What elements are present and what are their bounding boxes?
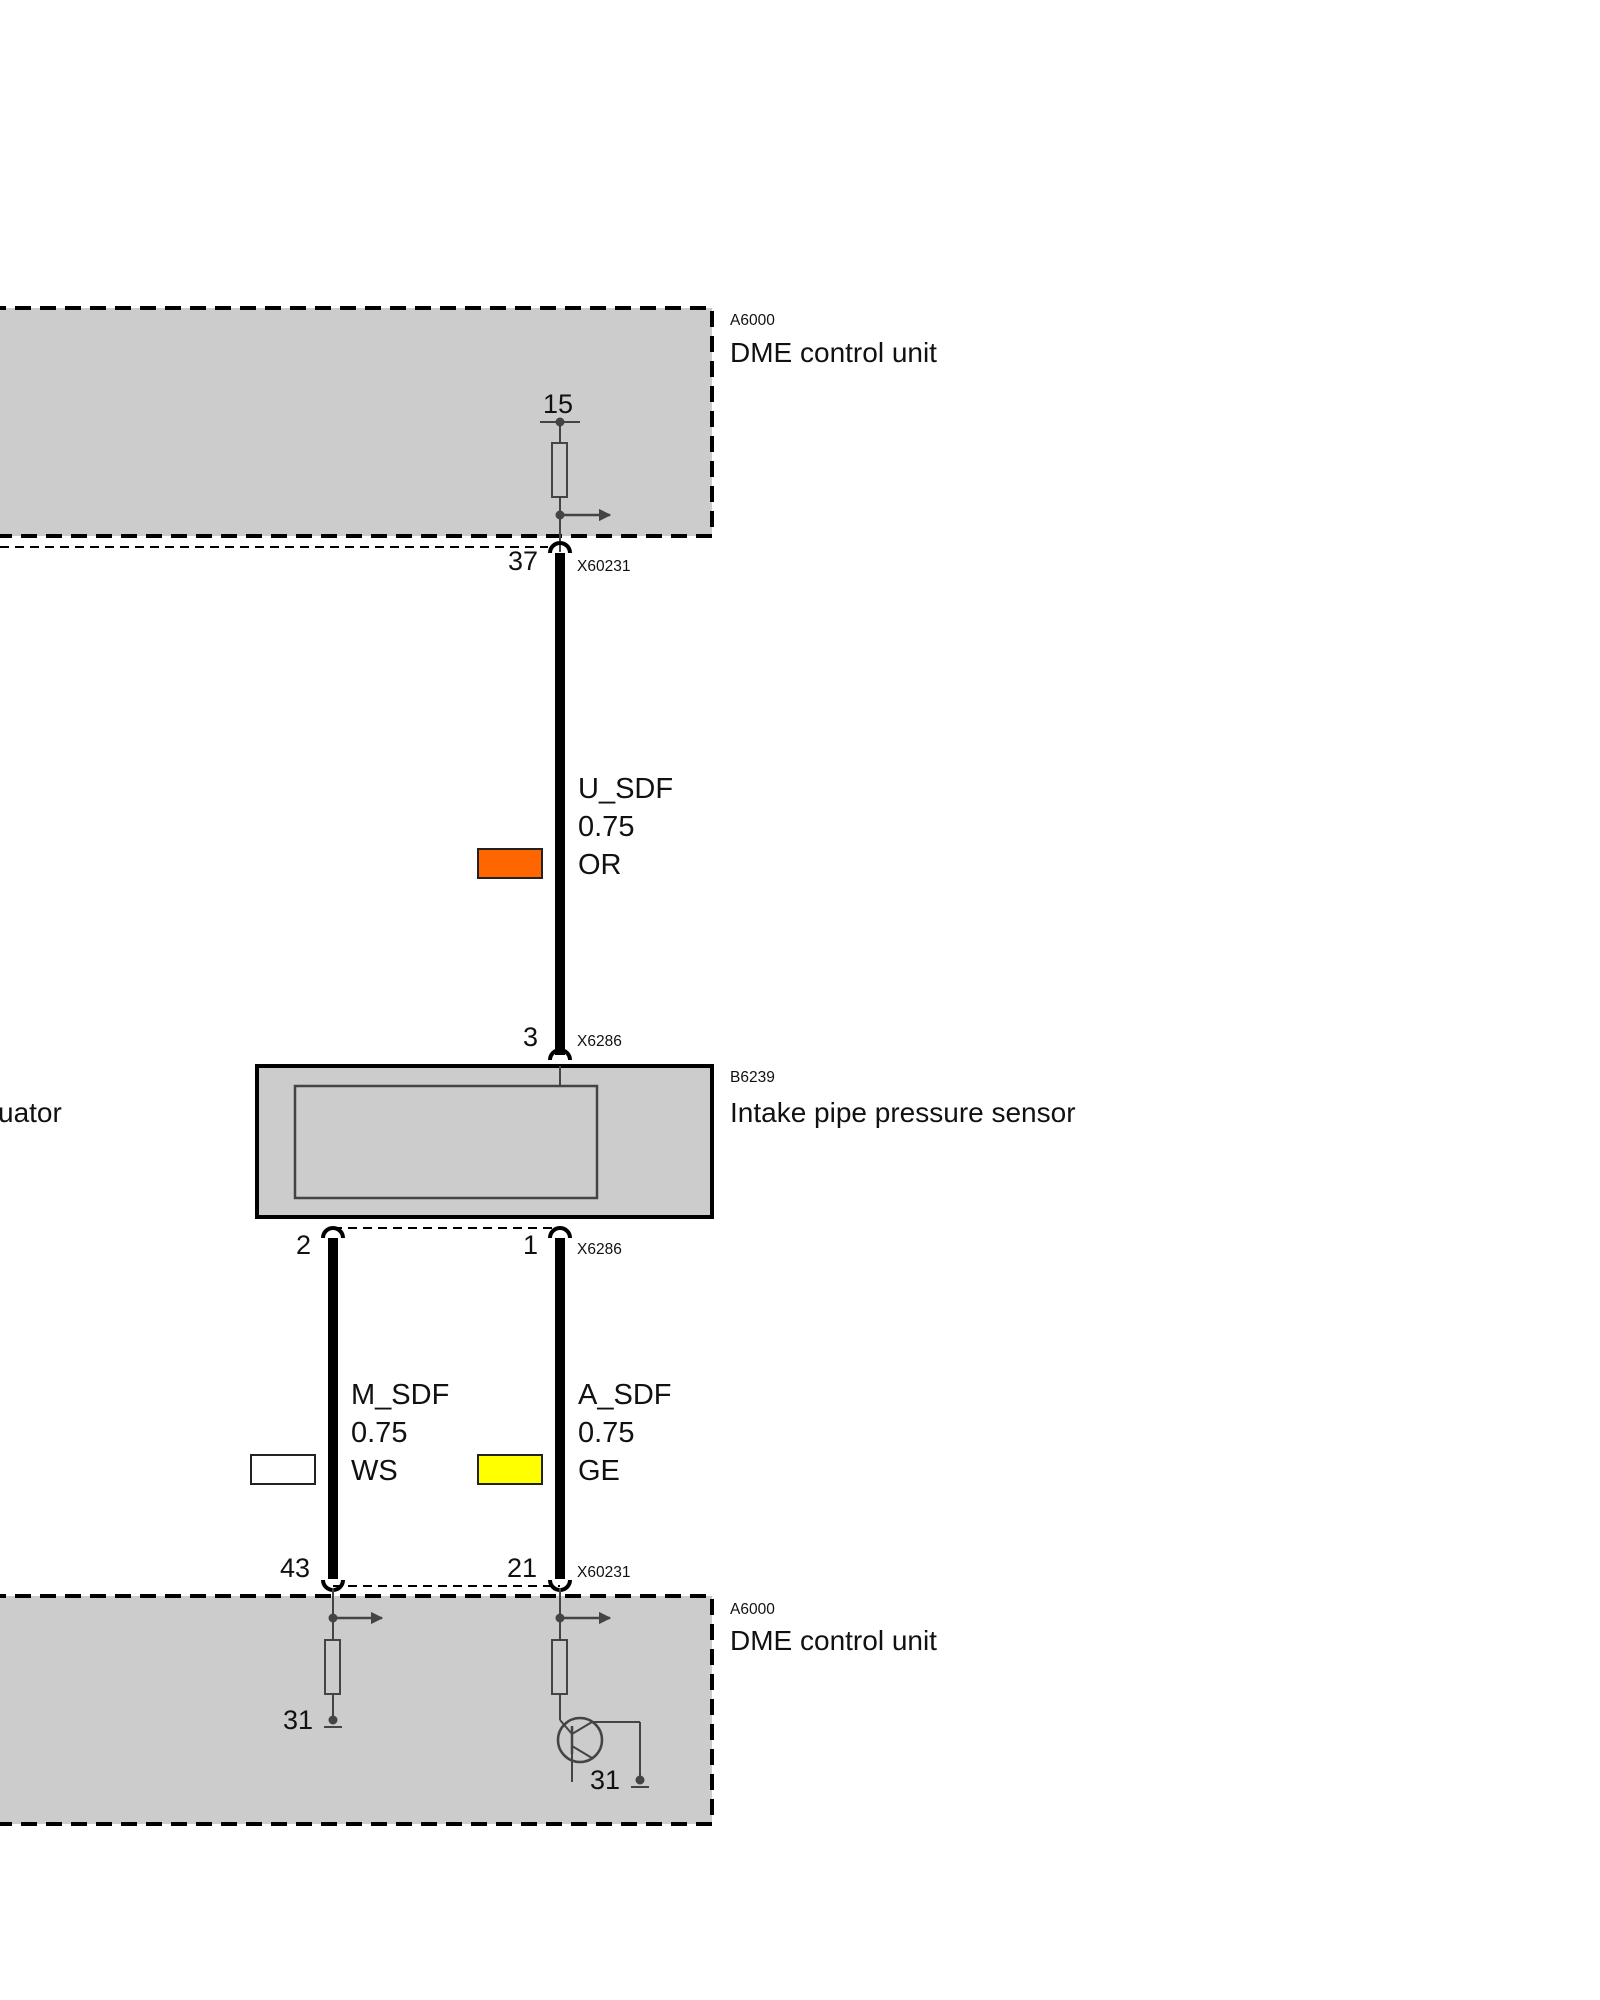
dme-bottom-connector-code: X60231 xyxy=(577,1564,630,1581)
dme-bottom-pin-left: 43 xyxy=(280,1553,310,1583)
dme-control-unit-bottom: 43 21 X60231 A6000 DME control unit 31 xyxy=(0,1553,937,1826)
wire-m-sdf: M_SDF 0.75 WS xyxy=(250,1238,449,1579)
intake-pipe-pressure-sensor: 3 X6286 B6239 Intake pipe pressure senso… xyxy=(0,1022,1076,1260)
transistor-icon xyxy=(556,1716,641,1782)
sensor-inner-element xyxy=(293,1084,599,1200)
dme-bottom-name: DME control unit xyxy=(730,1625,937,1656)
dme-bottom-pin-right: 21 xyxy=(507,1553,537,1583)
resistor-icon xyxy=(551,442,568,498)
wire-a-sdf: A_SDF 0.75 GE xyxy=(477,1238,671,1579)
sensor-pin-left: 2 xyxy=(296,1230,311,1260)
dme-control-unit-top: A6000 DME control unit 15 37 X60231 xyxy=(0,306,937,576)
resistor-icon xyxy=(324,1639,341,1695)
node-dot xyxy=(555,417,565,427)
sensor-connector-bottom: X6286 xyxy=(577,1241,622,1258)
dme-bottom-ground-right: 31 xyxy=(590,1765,620,1795)
wire-u-sdf-signal: U_SDF xyxy=(578,773,673,805)
node-dot xyxy=(328,1715,338,1725)
dme-top-name: DME control unit xyxy=(730,337,937,368)
node-dot xyxy=(635,1775,645,1785)
sensor-connector-top: X6286 xyxy=(577,1033,622,1050)
dme-bottom-box xyxy=(0,1594,714,1826)
dme-bottom-code: A6000 xyxy=(730,1601,775,1618)
pin-socket-icon xyxy=(321,1226,345,1239)
wire-color-swatch-ws xyxy=(250,1454,316,1485)
wire-a-sdf-signal: A_SDF xyxy=(578,1379,671,1411)
wire-u-sdf-color: OR xyxy=(578,849,622,881)
sensor-name: Intake pipe pressure sensor xyxy=(730,1097,1076,1128)
sensor-code: B6239 xyxy=(730,1069,775,1086)
pin-socket-icon xyxy=(548,1048,572,1061)
dme-top-pin: 37 xyxy=(508,546,538,576)
wire-u-sdf: U_SDF 0.75 OR xyxy=(477,553,673,1055)
wire-color-swatch-ge xyxy=(477,1454,543,1485)
wire-m-sdf-signal: M_SDF xyxy=(351,1379,449,1411)
dme-top-code: A6000 xyxy=(730,312,775,329)
pin-socket-icon xyxy=(548,1226,572,1239)
wire-m-sdf-color: WS xyxy=(351,1455,398,1487)
wire-m-sdf-gauge: 0.75 xyxy=(351,1417,407,1449)
pin-socket-icon xyxy=(548,541,572,554)
sensor-pin-top: 3 xyxy=(523,1022,538,1052)
wire-u-sdf-gauge: 0.75 xyxy=(578,811,634,843)
dme-bottom-ground-left: 31 xyxy=(283,1705,313,1735)
resistor-icon xyxy=(551,1639,568,1695)
wire-color-swatch-or xyxy=(477,848,543,879)
dme-top-box xyxy=(0,306,714,538)
wire-a-sdf-color: GE xyxy=(578,1455,620,1487)
dme-top-terminal-label: 15 xyxy=(543,389,573,419)
sensor-pin-right: 1 xyxy=(523,1230,538,1260)
partial-left-component-label: uator xyxy=(0,1097,62,1128)
wire-a-sdf-gauge: 0.75 xyxy=(578,1417,634,1449)
dme-top-connector-code: X60231 xyxy=(577,558,630,575)
